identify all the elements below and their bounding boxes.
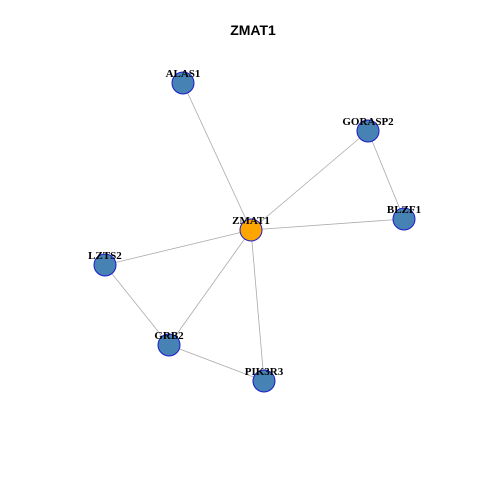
- edge-zmat1-pik3r3: [250, 229, 265, 382]
- node-label-zmat1: ZMAT1: [232, 215, 270, 227]
- node-alas1: ALAS1: [166, 68, 201, 95]
- node-circle-pik3r3: [252, 369, 276, 393]
- node-label-grb2: GRB2: [154, 330, 184, 342]
- edge-zmat1-grb2: [168, 229, 252, 346]
- edge-zmat1-alas1: [182, 82, 252, 231]
- edge-lzts2-grb2: [104, 264, 170, 346]
- edge-grb2-pik3r3: [168, 344, 265, 382]
- node-pik3r3: PIK3R3: [245, 366, 284, 393]
- node-label-lzts2: LZTS2: [88, 250, 122, 262]
- node-label-pik3r3: PIK3R3: [245, 366, 284, 378]
- edge-zmat1-blzf1: [250, 218, 405, 231]
- edges-layer: [104, 82, 405, 382]
- edge-zmat1-lzts2: [104, 229, 252, 266]
- node-circle-lzts2: [93, 253, 117, 277]
- node-circle-grb2: [157, 333, 181, 357]
- node-circle-gorasp2: [356, 119, 380, 143]
- edge-zmat1-gorasp2: [250, 130, 369, 231]
- edge-gorasp2-blzf1: [367, 130, 405, 220]
- node-blzf1: BLZF1: [387, 204, 421, 231]
- node-label-gorasp2: GORASP2: [342, 116, 394, 128]
- node-zmat1: ZMAT1: [232, 215, 270, 242]
- node-lzts2: LZTS2: [88, 250, 122, 277]
- node-circle-blzf1: [392, 207, 416, 231]
- node-circle-alas1: [171, 71, 195, 95]
- node-label-alas1: ALAS1: [166, 68, 201, 80]
- node-label-blzf1: BLZF1: [387, 204, 421, 216]
- node-grb2: GRB2: [154, 330, 184, 357]
- diagram-title: ZMAT1: [230, 22, 276, 38]
- node-circle-zmat1: [239, 218, 263, 242]
- node-gorasp2: GORASP2: [342, 116, 394, 143]
